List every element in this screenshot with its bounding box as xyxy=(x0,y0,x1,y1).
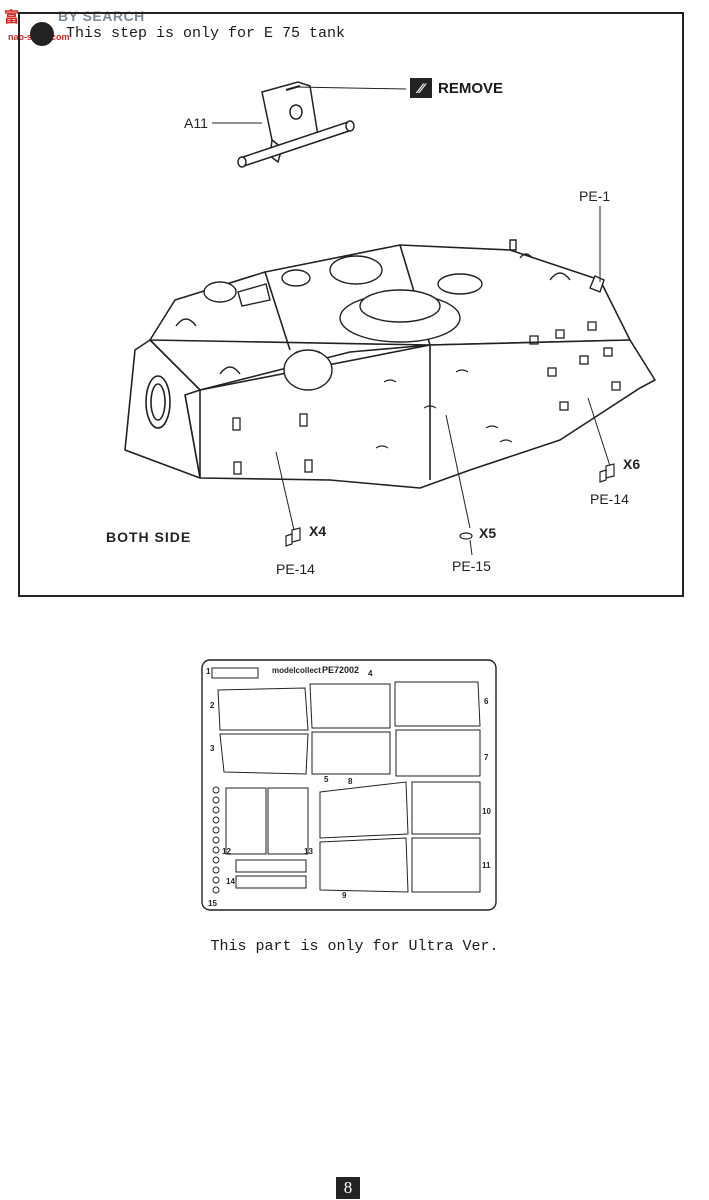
fret-caption: This part is only for Ultra Ver. xyxy=(210,938,499,955)
pe15-handle-marks xyxy=(375,369,513,449)
turret-assembly-drawing: A11 xyxy=(106,81,656,577)
callout-qty-x4: X4 xyxy=(309,523,326,539)
pe14-bracket-marks xyxy=(232,321,621,475)
roof-details xyxy=(175,239,605,391)
fret-number-15: 15 xyxy=(208,899,217,908)
watermark-logo: 富 xyxy=(4,9,20,26)
label-pe1: PE-1 xyxy=(579,188,610,204)
fret-number-9: 9 xyxy=(342,891,347,900)
remove-icon: ⁄⁄ xyxy=(410,78,432,98)
fret-number-6: 6 xyxy=(484,697,489,706)
assembly-step-frame xyxy=(18,12,684,597)
fret-number-5: 5 xyxy=(324,775,329,784)
callout-part-pe14-right: PE-14 xyxy=(590,491,629,507)
fret-number-3: 3 xyxy=(210,744,215,753)
gun-port xyxy=(145,375,171,429)
fret-number-7: 7 xyxy=(484,753,489,762)
step-badge xyxy=(30,22,54,46)
fret-number-2: 2 xyxy=(210,701,215,710)
callout-part-pe14-left: PE-14 xyxy=(276,561,315,577)
remove-label: REMOVE xyxy=(438,80,504,97)
label-a11: A11 xyxy=(184,115,208,131)
callout-qty-x5: X5 xyxy=(479,525,496,541)
fret-number-4: 4 xyxy=(368,669,373,678)
step-note: This step is only for E 75 tank xyxy=(66,25,346,42)
label-both-side: BOTH SIDE xyxy=(106,529,191,545)
page-number: 8 xyxy=(336,1177,360,1199)
turret-body xyxy=(124,244,656,489)
fret-code: PE72002 xyxy=(322,665,359,675)
fret-number-13: 13 xyxy=(304,847,313,856)
fret-brand: modelcollect xyxy=(272,666,321,675)
fret-number-12: 12 xyxy=(222,847,231,856)
part-a11-drawing xyxy=(237,81,355,168)
photo-etch-fret: modelcollect PE72002 1 2 3 4 5 6 7 8 9 1… xyxy=(201,659,497,911)
fret-number-8: 8 xyxy=(348,777,353,786)
fret-number-1: 1 xyxy=(206,667,211,676)
fret-number-14: 14 xyxy=(226,877,235,886)
fret-number-11: 11 xyxy=(482,861,491,870)
callout-qty-x6: X6 xyxy=(623,456,640,472)
fret-number-10: 10 xyxy=(482,807,491,816)
callout-part-pe15: PE-15 xyxy=(452,558,491,574)
